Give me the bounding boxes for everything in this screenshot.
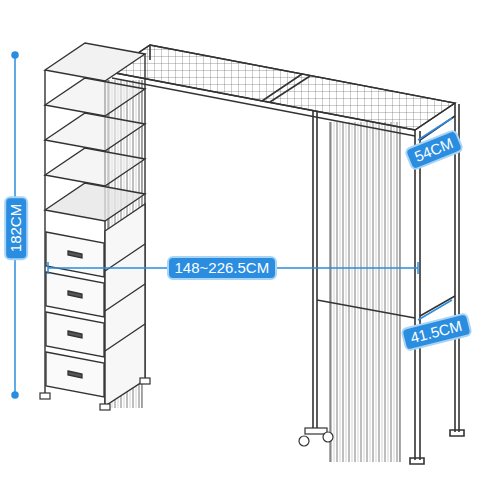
caster-wheel — [299, 428, 333, 446]
drawer — [46, 232, 104, 397]
dimension-label: 182CM — [4, 196, 28, 260]
foot — [40, 378, 150, 410]
wire-shelf — [110, 45, 455, 136]
dimension-label: 148~226.5CM — [167, 256, 278, 280]
shelf-tower — [45, 43, 145, 406]
frame — [150, 45, 464, 464]
dimension-label: 41.5CM — [400, 312, 472, 352]
curtain — [108, 80, 400, 462]
dimension-line — [12, 52, 452, 398]
